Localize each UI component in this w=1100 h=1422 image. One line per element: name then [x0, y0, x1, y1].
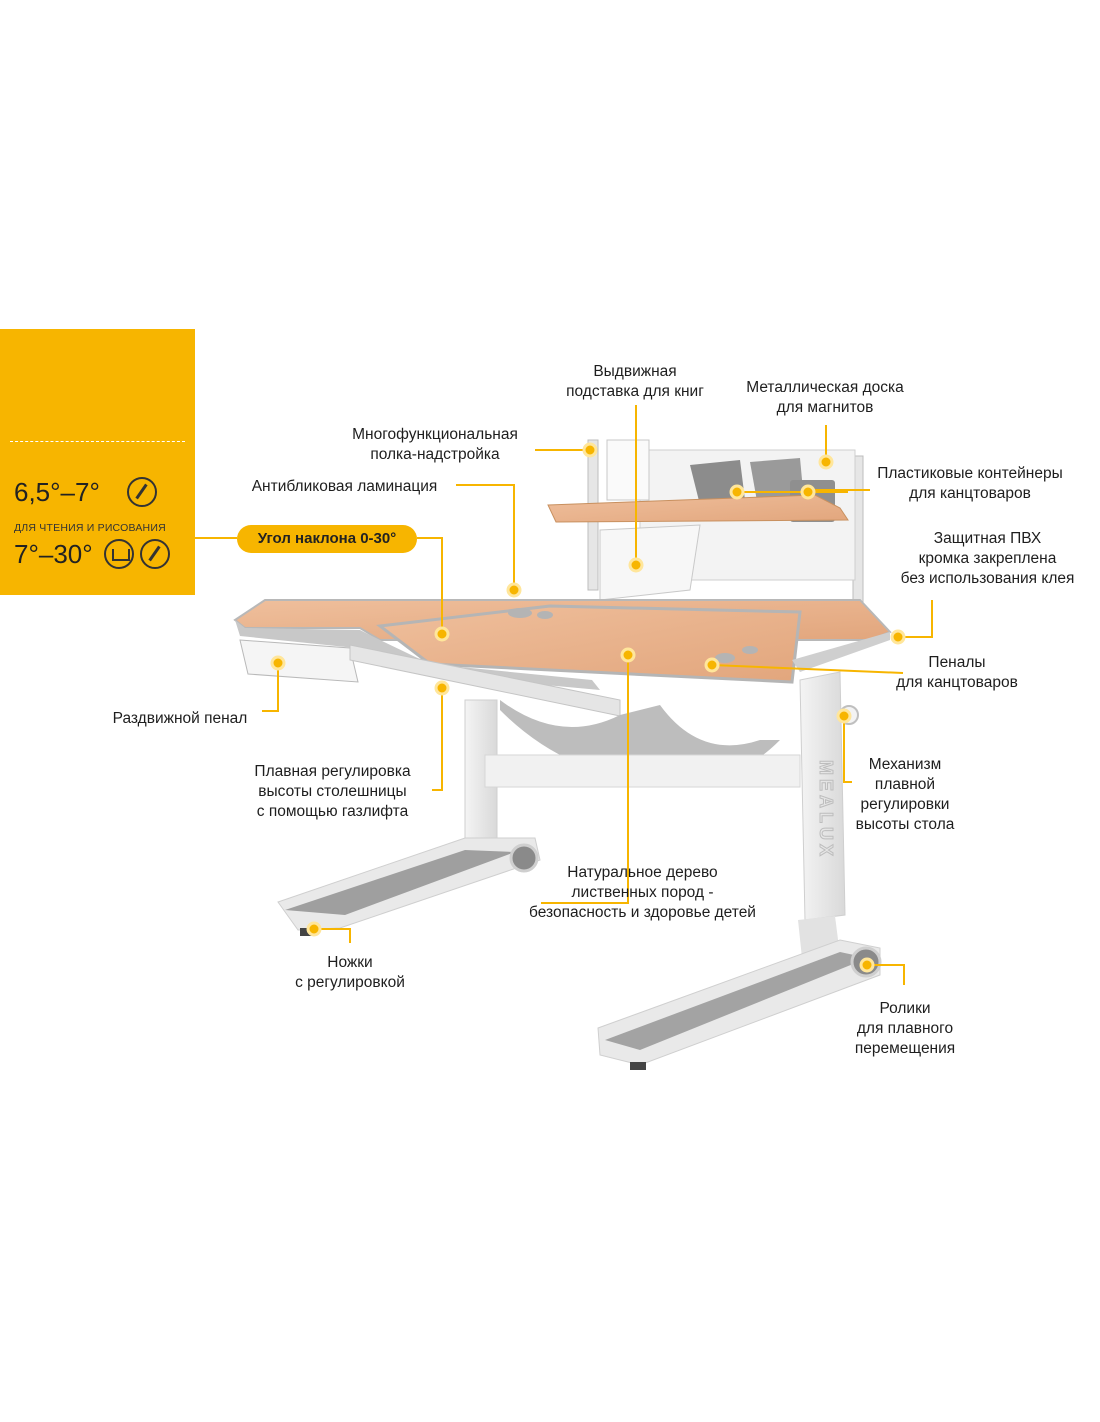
dot-magnet-board [818, 454, 834, 470]
left-roller [509, 843, 539, 873]
book-stand [599, 524, 701, 601]
dot-sliding-case [270, 655, 286, 671]
book-icon [104, 539, 134, 569]
dot-pencil-case [704, 657, 720, 673]
sliding-drawer [239, 639, 359, 683]
dot-gaslift [434, 680, 450, 696]
angle-reading: 6,5°–7° [14, 477, 100, 507]
shelf-board [547, 494, 849, 523]
dot-wood [620, 647, 636, 663]
panel-divider [10, 441, 185, 442]
crossbar [484, 754, 801, 788]
book-stand-frame [606, 439, 650, 501]
dot-tilt [434, 626, 450, 642]
callout-dots [270, 442, 906, 973]
brand-text: MEALUX [816, 760, 836, 860]
dot-lamination [506, 582, 522, 598]
dot-mechanism [836, 708, 852, 724]
dot-book-stand [628, 557, 644, 573]
dot-pvc-edge [890, 629, 906, 645]
desk-drawing [233, 439, 892, 1070]
dot-rollers [859, 957, 875, 973]
tilt-angle-panel: 6,5°–7° ДЛЯ ЧТЕНИЯ И РИСОВАНИЯ 7°–30° [0, 329, 195, 595]
desktop-edge [235, 620, 600, 690]
dot-container-2 [800, 484, 816, 500]
dot-container-1 [729, 484, 745, 500]
angle-drawing: 7°–30° [14, 539, 93, 569]
callout-sliding-case: Раздвижной пенал [112, 710, 248, 727]
dot-feet [306, 921, 322, 937]
leader-lines [195, 405, 933, 985]
brush-icon [140, 539, 170, 569]
angle-caption: ДЛЯ ЧТЕНИЯ И РИСОВАНИЯ [14, 522, 166, 534]
desktop-edge-right [792, 632, 890, 672]
tilt-badge: Угол наклона 0-30° [237, 525, 417, 553]
dot-shelf [582, 442, 598, 458]
pencil-icon [127, 477, 157, 507]
right-leg [799, 671, 846, 921]
callout-lamination: Антибликовая ламинация [251, 478, 438, 495]
